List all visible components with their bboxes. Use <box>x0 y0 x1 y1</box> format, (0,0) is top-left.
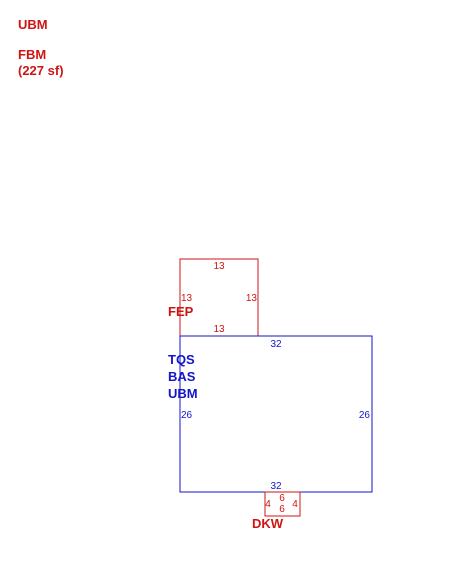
fep-area: 13 13 13 13 FEP <box>168 258 259 337</box>
fep-dim-right: 13 <box>246 293 258 304</box>
dkw-label: DKW <box>252 516 284 531</box>
dkw-outline <box>264 491 301 517</box>
dkw-dim-bottom: 6 <box>279 504 285 515</box>
legend-fbm-area: (227 sf) <box>18 63 64 78</box>
fep-dim-left: 13 <box>181 293 193 304</box>
dkw-area: 4 4 6 6 DKW <box>252 491 301 531</box>
main-outline <box>179 335 373 493</box>
main-label-tqs: TQS <box>168 352 195 367</box>
legend-ubm: UBM <box>18 17 48 33</box>
dkw-dim-left: 4 <box>265 499 271 510</box>
legend-fbm: FBM (227 sf) <box>18 47 64 79</box>
dkw-dim-right: 4 <box>292 499 298 510</box>
legend-ubm-code: UBM <box>18 17 48 32</box>
main-dim-top: 32 <box>270 339 282 350</box>
main-label-ubm: UBM <box>168 386 198 401</box>
main-area: 32 26 26 32 TQS BAS UBM <box>168 335 373 493</box>
fep-label: FEP <box>168 304 194 319</box>
main-dim-left: 26 <box>181 410 193 421</box>
fep-dim-bottom: 13 <box>213 324 225 335</box>
dkw-dim-top: 6 <box>279 493 285 504</box>
fep-dim-top: 13 <box>213 261 225 272</box>
main-dim-bottom: 32 <box>270 481 282 492</box>
main-dim-right: 26 <box>359 410 371 421</box>
main-label-bas: BAS <box>168 369 196 384</box>
legend-fbm-code: FBM <box>18 47 47 62</box>
